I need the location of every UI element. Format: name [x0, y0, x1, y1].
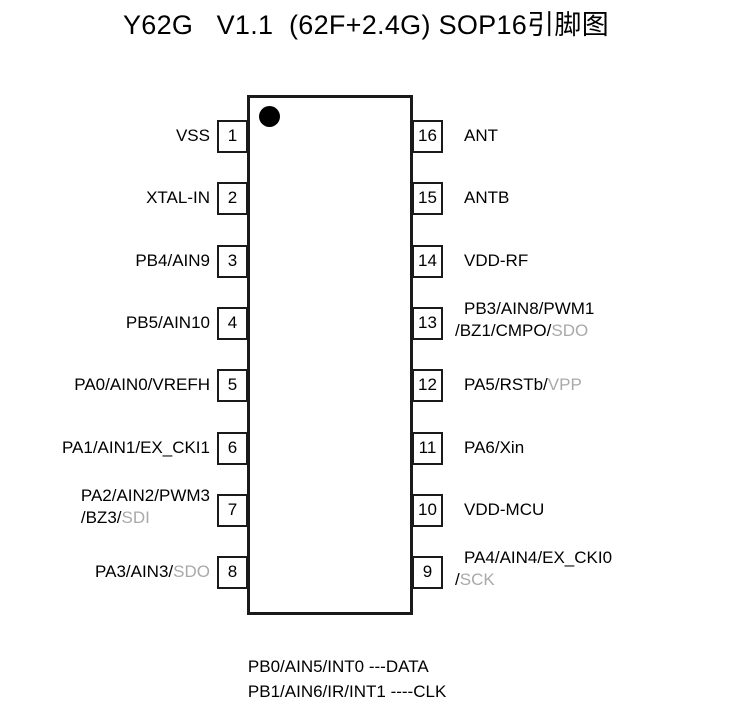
pin-label-line1-16: ANT — [455, 125, 498, 147]
pin-primary-5: PA0/AIN0/VREFH — [74, 375, 210, 394]
pin-label-line2-7: /BZ3/SDI — [81, 507, 210, 529]
pin-label-line1-13: PB3/AIN8/PWM1 — [455, 298, 594, 320]
bottom-note-name-1: CLK — [413, 682, 447, 701]
pin-primary-14: VDD-RF — [464, 251, 529, 270]
pin-label-13: PB3/AIN8/PWM1/BZ1/CMPO/SDO — [455, 298, 594, 342]
pin-label-line1-14: VDD-RF — [455, 250, 528, 272]
pin-label-9: PA4/AIN4/EX_CKI0/SCK — [455, 547, 612, 591]
pin-alt-12: VPP — [547, 375, 582, 394]
pin-label-line1-8: PA3/AIN3/SDO — [95, 562, 210, 581]
pin-label-10: VDD-MCU — [455, 499, 544, 521]
pin-label-line1-6: PA1/AIN1/EX_CKI1 — [62, 438, 210, 457]
pin-primary-4: PB5/AIN10 — [125, 313, 210, 332]
pin-box-4: 4 — [217, 307, 248, 340]
pin-primary-13: PB3/AIN8/PWM1 — [464, 299, 595, 318]
pin-primary-10: VDD-MCU — [464, 500, 545, 519]
pin-label-16: ANT — [455, 125, 498, 147]
pin-box-14: 14 — [412, 245, 443, 278]
pin-secondary-9: / — [455, 570, 460, 589]
pin-label-5: PA0/AIN0/VREFH — [74, 374, 210, 396]
pin-label-1: VSS — [176, 125, 210, 147]
pin-label-15: ANTB — [455, 187, 509, 209]
pin-primary-12: PA5/RSTb/ — [464, 375, 548, 394]
pin-label-2: XTAL-IN — [146, 187, 210, 209]
bottom-note-dashes-0: --- — [364, 657, 386, 676]
pin-primary-15: ANTB — [464, 188, 510, 207]
pin-label-line1-11: PA6/Xin — [455, 437, 524, 459]
pin-box-3: 3 — [217, 245, 248, 278]
bottom-note-dashes-1: ---- — [385, 682, 414, 701]
pin-primary-8: PA3/AIN3/ — [95, 562, 174, 581]
pin-label-line1-3: PB4/AIN9 — [135, 251, 210, 270]
page-title: Y62G V1.1 (62F+2.4G) SOP16引脚图 — [122, 10, 610, 40]
chip-body-outline — [247, 95, 413, 615]
pin-box-13: 13 — [412, 307, 443, 340]
pin-label-12: PA5/RSTb/VPP — [455, 374, 582, 396]
pin-label-line2-13: /BZ1/CMPO/SDO — [455, 320, 594, 342]
bottom-note-signal-1: PB1/AIN6/IR/INT1 — [247, 682, 386, 701]
pin-box-2: 2 — [217, 182, 248, 215]
pin-alt2-7: SDI — [121, 508, 150, 527]
pin-box-6: 6 — [217, 432, 248, 465]
pin-label-line1-1: VSS — [176, 126, 210, 145]
pin-label-line1-12: PA5/RSTb/VPP — [455, 374, 582, 396]
pin-label-line1-7: PA2/AIN2/PWM3 — [81, 486, 210, 505]
pin-label-11: PA6/Xin — [455, 437, 524, 459]
pin-primary-16: ANT — [464, 126, 498, 145]
bottom-note-data: PB0/AIN5/INT0 ---DATA — [229, 634, 429, 700]
pin-label-4: PB5/AIN10 — [126, 312, 210, 334]
pin-box-12: 12 — [412, 369, 443, 402]
pin1-orientation-dot — [259, 106, 280, 127]
pin-alt2-9: SCK — [459, 570, 495, 589]
pin-box-9: 9 — [412, 556, 443, 589]
bottom-note-clk: PB1/AIN6/IR/INT1 ----CLK — [229, 659, 446, 725]
pin-label-line1-2: XTAL-IN — [146, 188, 210, 207]
bottom-note-signal-0: PB0/AIN5/INT0 — [247, 657, 365, 676]
pin-alt2-13: SDO — [551, 321, 589, 340]
pin-label-line1-4: PB5/AIN10 — [126, 313, 210, 332]
pin-box-1: 1 — [217, 120, 248, 153]
pin-label-line1-9: PA4/AIN4/EX_CKI0 — [455, 547, 612, 569]
pin-label-6: PA1/AIN1/EX_CKI1 — [62, 437, 210, 459]
pin-label-3: PB4/AIN9 — [135, 250, 210, 272]
pin-box-15: 15 — [412, 182, 443, 215]
pin-label-7: PA2/AIN2/PWM3/BZ3/SDI — [81, 485, 210, 529]
pin-label-8: PA3/AIN3/SDO — [95, 561, 210, 583]
pin-label-14: VDD-RF — [455, 250, 528, 272]
pin-label-line1-5: PA0/AIN0/VREFH — [74, 375, 210, 394]
pin-primary-11: PA6/Xin — [464, 438, 525, 457]
pin-label-line2-9: /SCK — [455, 569, 612, 591]
pin-box-10: 10 — [412, 494, 443, 527]
pin-box-8: 8 — [217, 556, 248, 589]
pin-primary-1: VSS — [175, 126, 210, 145]
pin-secondary-13: /BZ1/CMPO/ — [455, 321, 552, 340]
pin-primary-9: PA4/AIN4/EX_CKI0 — [464, 548, 613, 567]
pin-box-16: 16 — [412, 120, 443, 153]
pin-primary-3: PB4/AIN9 — [135, 251, 210, 270]
pin-box-5: 5 — [217, 369, 248, 402]
pin-primary-2: XTAL-IN — [146, 188, 210, 207]
pin-secondary-7: /BZ3/ — [80, 508, 122, 527]
bottom-note-name-0: DATA — [385, 657, 429, 676]
pin-alt-8: SDO — [173, 562, 210, 581]
pin-label-line1-15: ANTB — [455, 187, 509, 209]
pin-box-11: 11 — [412, 432, 443, 465]
pin-label-line1-10: VDD-MCU — [455, 499, 544, 521]
pin-box-7: 7 — [217, 494, 248, 527]
pin-primary-7: PA2/AIN2/PWM3 — [80, 486, 210, 505]
pin-primary-6: PA1/AIN1/EX_CKI1 — [61, 438, 210, 457]
